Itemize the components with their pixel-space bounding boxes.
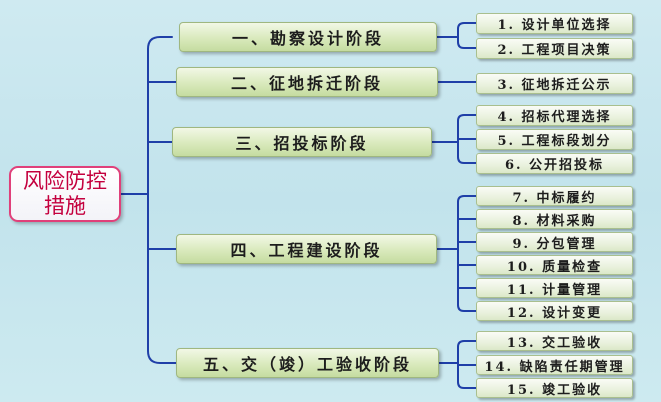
item-9-node: 9. 分包管理 <box>476 232 633 252</box>
item-4-label: 4. 招标代理选择 <box>497 110 612 125</box>
item-10-label: 10. 质量检查 <box>506 259 603 275</box>
item-13-label: 13. 交工验收 <box>506 335 603 351</box>
stage-4-node: 四、工程建设阶段 <box>176 234 437 264</box>
item-8-label: 8. 材料采购 <box>512 213 597 229</box>
stage-5-label: 五、交（竣）工验收阶段 <box>202 355 412 374</box>
stage-2-node: 二、征地拆迁阶段 <box>176 67 438 97</box>
stage-2-label: 二、征地拆迁阶段 <box>230 74 383 93</box>
item-13-node: 13. 交工验收 <box>476 331 633 351</box>
item-8-node: 8. 材料采购 <box>476 209 633 229</box>
item-2-label: 2. 工程项目决策 <box>497 43 612 58</box>
item-2-node: 2. 工程项目决策 <box>476 38 633 59</box>
item-12-label: 12. 设计变更 <box>506 305 603 321</box>
item-3-label: 3. 征地拆迁公示 <box>497 78 612 93</box>
item-1-label: 1. 设计单位选择 <box>497 18 612 33</box>
item-7-label: 7. 中标履约 <box>512 190 597 206</box>
stage-4-label: 四、工程建设阶段 <box>230 241 383 260</box>
item-3-node: 3. 征地拆迁公示 <box>476 73 633 94</box>
root-node: 风险防控 措施 <box>9 166 121 222</box>
stage-1-node: 一、勘察设计阶段 <box>179 22 437 52</box>
item-6-node: 6. 公开招投标 <box>476 153 633 174</box>
stage-1-label: 一、勘察设计阶段 <box>231 29 384 48</box>
root-bracket <box>147 36 177 364</box>
stage-1-bracket <box>457 22 477 49</box>
item-10-node: 10. 质量检查 <box>476 255 633 275</box>
root-label-line1: 风险防控 <box>23 169 107 193</box>
stage-3-node: 三、招投标阶段 <box>172 127 432 157</box>
item-5-label: 5. 工程标段划分 <box>497 134 612 149</box>
item-15-label: 15. 竣工验收 <box>506 382 603 398</box>
item-7-node: 7. 中标履约 <box>476 186 633 206</box>
item-5-node: 5. 工程标段划分 <box>476 129 633 150</box>
item-14-node: 14. 缺陷责任期管理 <box>476 355 633 375</box>
stage-5-node: 五、交（竣）工验收阶段 <box>176 348 439 378</box>
item-12-node: 12. 设计变更 <box>476 301 633 321</box>
item-15-node: 15. 竣工验收 <box>476 378 633 398</box>
root-label-line2: 措施 <box>44 194 86 218</box>
item-14-label: 14. 缺陷责任期管理 <box>484 359 625 375</box>
item-9-label: 9. 分包管理 <box>512 236 597 252</box>
stage-4-bracket <box>457 195 477 312</box>
item-6-label: 6. 公开招投标 <box>504 158 605 173</box>
stage-3-label: 三、招投标阶段 <box>235 134 369 153</box>
item-11-node: 11. 计量管理 <box>476 278 633 298</box>
item-4-node: 4. 招标代理选择 <box>476 105 633 126</box>
item-1-node: 1. 设计单位选择 <box>476 13 633 34</box>
item-11-label: 11. 计量管理 <box>506 282 603 298</box>
